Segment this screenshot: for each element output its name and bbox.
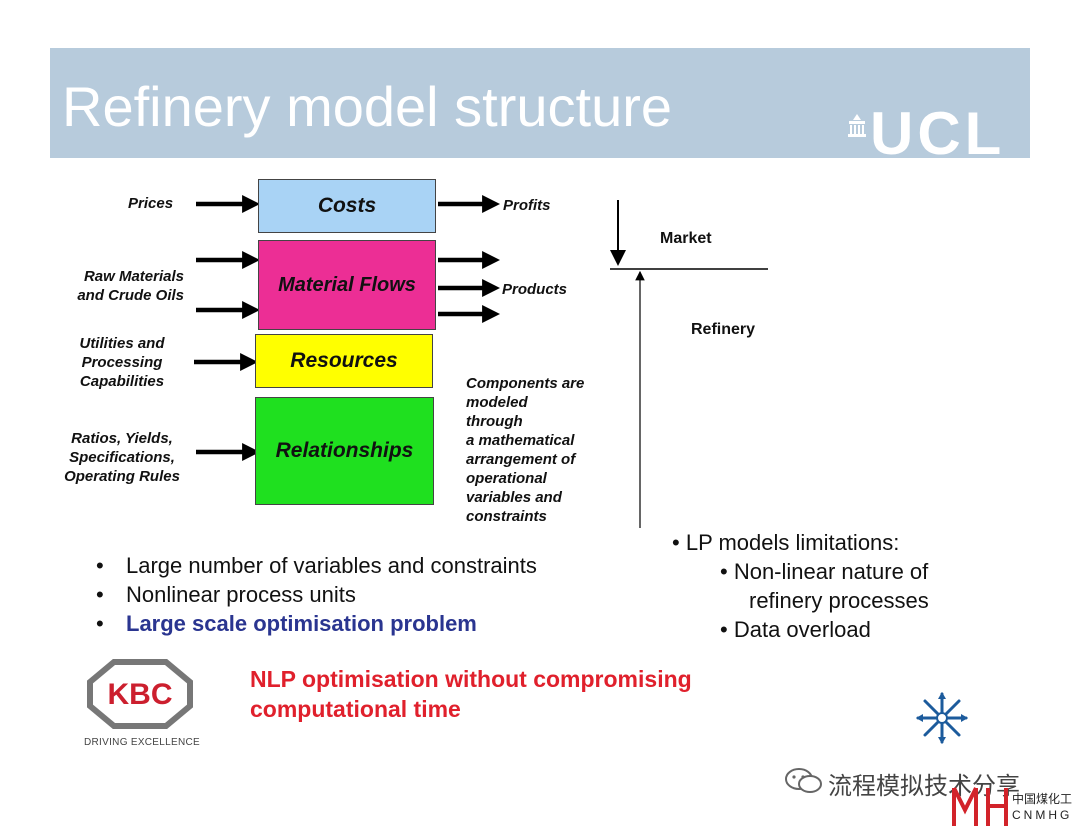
title-band — [50, 48, 1030, 158]
components-note-line: variables and — [466, 489, 562, 506]
output-products: Products — [502, 281, 568, 298]
kbc-logo: KBC DRIVING EXCELLENCE — [84, 658, 200, 748]
bullet-text: Large scale optimisation problem — [126, 611, 477, 636]
input-prices: Prices — [128, 195, 174, 212]
lp-heading: • LP models limitations: — [672, 530, 900, 555]
input-raw-line1: Raw Materials — [83, 268, 184, 285]
lp-limitations: • LP models limitations: • Non-linear na… — [672, 528, 1012, 644]
page-title: Refinery model structure — [62, 75, 673, 138]
kbc-tagline: DRIVING EXCELLENCE — [84, 737, 200, 748]
input-ratios-line3: Operating Rules — [64, 468, 180, 485]
bullet-item-highlight: • Large scale optimisation problem — [96, 609, 616, 638]
kbc-octagon-icon: KBC — [87, 659, 193, 729]
lp-heading-text: LP models limitations: — [685, 530, 900, 555]
snowflake-logo-icon — [914, 690, 970, 751]
input-utilities: Utilities and Processing Capabilities — [60, 334, 184, 391]
bullet-dot: • — [96, 553, 104, 578]
bullet-item: • Nonlinear process units — [96, 580, 616, 609]
lp-item-text: Non-linear nature of — [733, 559, 929, 584]
refinery-label: Refinery — [691, 321, 756, 338]
lp-item-text: Data overload — [733, 617, 871, 642]
components-note-line: constraints — [466, 508, 547, 525]
input-ratios: Ratios, Yields, Specifications, Operatin… — [52, 429, 192, 486]
material-flows-box: Material Flows — [258, 240, 436, 330]
cnmhg-logo-icon — [950, 784, 1010, 833]
input-utilities-line2: Processing — [81, 354, 163, 371]
output-profits: Profits — [503, 197, 551, 214]
components-note-line: arrangement of — [466, 451, 576, 468]
nlp-note-line: computational time — [250, 696, 461, 722]
components-note-line: operational — [466, 470, 547, 487]
input-utilities-line1: Utilities and — [79, 335, 165, 352]
input-utilities-line3: Capabilities — [79, 373, 165, 390]
input-raw-materials: Raw Materials and Crude Oils — [60, 267, 184, 305]
components-note-line: modeled — [466, 394, 528, 411]
watermark-brand-en: CNMHG — [1012, 808, 1073, 822]
market-label: Market — [660, 230, 712, 247]
components-note-line: through — [466, 413, 523, 430]
nlp-note: NLP optimisation without compromising co… — [250, 664, 692, 724]
lp-item-cont: refinery processes — [749, 588, 929, 613]
lp-item: • Data overload — [720, 617, 871, 642]
ucl-crest-icon — [846, 112, 868, 138]
bullet-item: • Large number of variables and constrai… — [96, 551, 616, 580]
bullet-text: Large number of variables and constraint… — [126, 553, 537, 578]
bullet-dot: • — [96, 582, 104, 607]
bullet-text: Nonlinear process units — [126, 582, 356, 607]
watermark-brand-cn: 中国煤化工 — [1012, 792, 1073, 806]
input-raw-line2: and Crude Oils — [77, 287, 184, 304]
wechat-icon — [784, 766, 824, 801]
bullet-dot: • — [96, 611, 104, 636]
bullet-list: • Large number of variables and constrai… — [96, 551, 616, 638]
resources-box: Resources — [255, 334, 433, 388]
costs-box: Costs — [258, 179, 436, 233]
input-ratios-line1: Ratios, Yields, — [71, 430, 173, 447]
lp-item: • Non-linear nature of — [720, 559, 929, 584]
components-note-line: Components are — [466, 375, 585, 392]
kbc-logo-text: KBC — [108, 678, 173, 711]
components-note-line: a mathematical — [466, 432, 575, 449]
relationships-box: Relationships — [255, 397, 434, 505]
components-note: Components are modeled through a mathema… — [466, 374, 616, 526]
nlp-note-line: NLP optimisation without compromising — [250, 666, 692, 692]
ucl-logo: UCL — [870, 104, 1006, 158]
input-ratios-line2: Specifications, — [69, 449, 175, 466]
